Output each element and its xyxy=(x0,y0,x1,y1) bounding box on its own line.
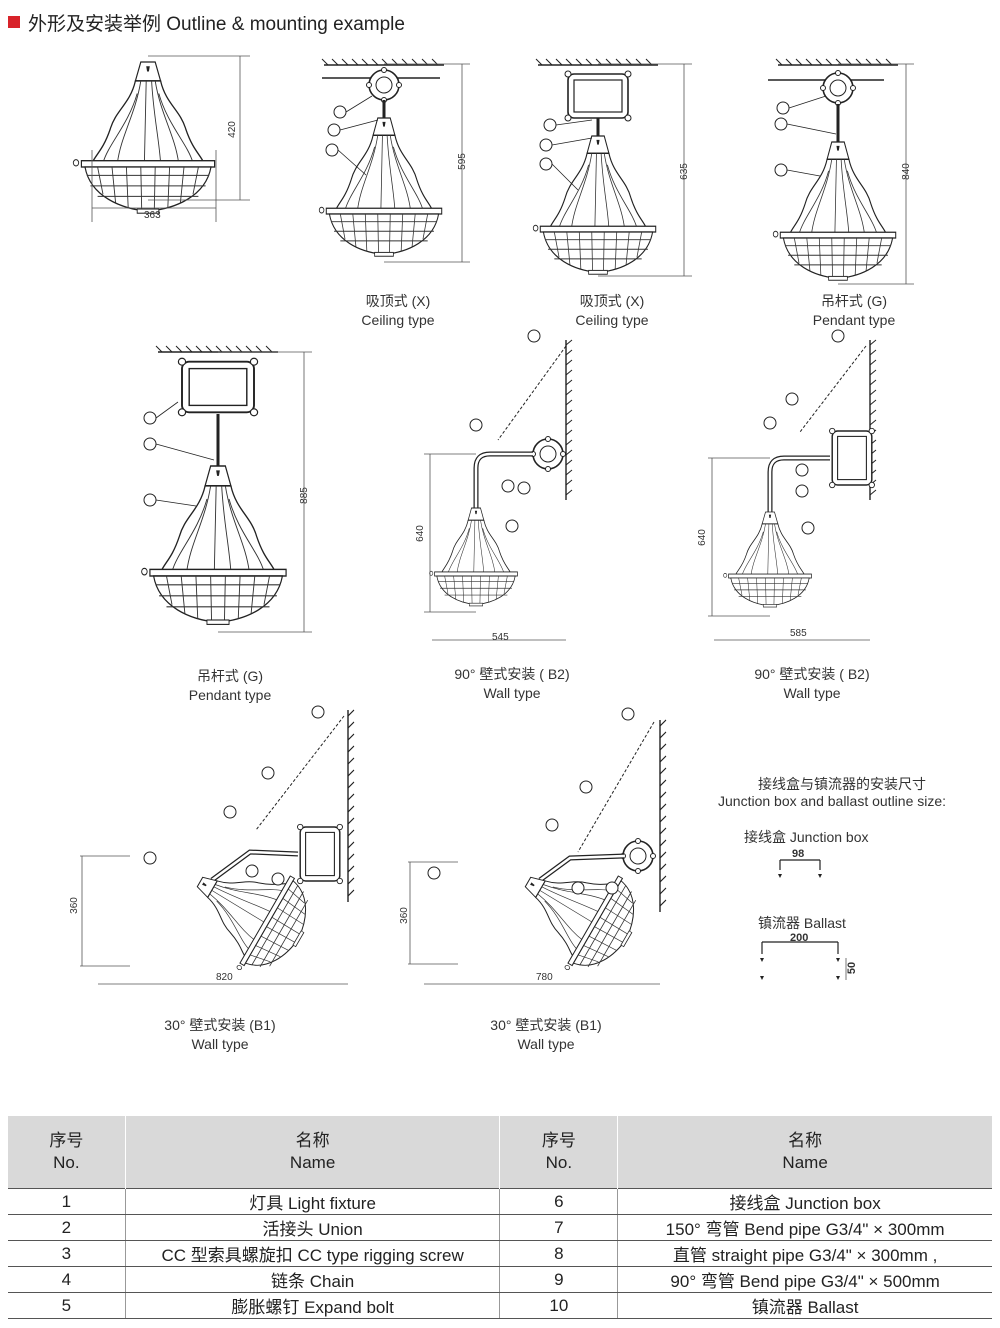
figure-ceiling-type-1 xyxy=(318,58,470,263)
mounting-drawings xyxy=(72,55,914,990)
part-no: 9 xyxy=(499,1266,619,1293)
part-no: 7 xyxy=(499,1214,619,1241)
figure-ceiling-type-2 xyxy=(532,58,692,277)
caption-wall-30-type-2: 30° 壁式安装 (B1) Wall type xyxy=(446,1016,646,1054)
ballast-label: 镇流器 Ballast xyxy=(758,915,846,931)
table-row: 2 活接头 Union 7 150° 弯管 Bend pipe G3/4" × … xyxy=(8,1214,992,1241)
part-no: 3 xyxy=(8,1240,126,1267)
part-name: 灯具 Light fixture xyxy=(125,1188,501,1215)
table-row: 4 链条 Chain 9 90° 弯管 Bend pipe G3/4" × 50… xyxy=(8,1266,992,1293)
caption-en: Ceiling type xyxy=(361,312,435,328)
dim-885: 885 xyxy=(298,487,310,504)
junction-box-outline-drawing xyxy=(778,859,822,878)
part-name: 膨胀螺钉 Expand bolt xyxy=(125,1292,501,1319)
junction-box-label: 接线盒 Junction box xyxy=(744,829,869,845)
figure-wall-30-type-1 xyxy=(80,705,355,990)
table-row: 5 膨胀螺钉 Expand bolt 10 镇流器 Ballast xyxy=(8,1292,992,1319)
table-row: 1 灯具 Light fixture 6 接线盒 Junction box xyxy=(8,1188,992,1215)
figure-wall-90-type-1 xyxy=(424,329,573,641)
caption-cn: 90° 壁式安装 ( B2) xyxy=(754,666,870,682)
caption-cn: 30° 壁式安装 (B1) xyxy=(490,1017,602,1033)
part-no: 4 xyxy=(8,1266,126,1293)
caption-en: Wall type xyxy=(191,1036,249,1052)
part-no: 10 xyxy=(499,1292,619,1319)
dim-360-a: 360 xyxy=(68,897,80,914)
figure-pendant-type-1 xyxy=(768,58,914,285)
part-name: 活接头 Union xyxy=(125,1214,501,1241)
figure-pendant-type-2 xyxy=(140,345,312,633)
part-no: 6 xyxy=(499,1188,619,1215)
caption-pendant-type-2: 吊杆式 (G) Pendant type xyxy=(130,667,330,705)
caption-en: Ceiling type xyxy=(575,312,649,328)
caption-cn: 吸顶式 (X) xyxy=(365,293,431,309)
caption-en: Pendant type xyxy=(188,687,272,703)
caption-cn: 吊杆式 (G) xyxy=(196,668,264,684)
caption-cn: 30° 壁式安装 (B1) xyxy=(164,1017,276,1033)
dim-820: 820 xyxy=(216,972,233,983)
caption-pendant-type-1: 吊杆式 (G) Pendant type xyxy=(754,292,954,330)
part-no: 5 xyxy=(8,1292,126,1319)
caption-cn: 吸顶式 (X) xyxy=(579,293,645,309)
dim-640-b: 640 xyxy=(696,529,708,546)
part-name: 链条 Chain xyxy=(125,1266,501,1293)
part-name: 直管 straight pipe G3/4" × 300mm , xyxy=(617,1240,992,1267)
caption-ceiling-type-2: 吸顶式 (X) Ceiling type xyxy=(512,292,712,330)
caption-en: Pendant type xyxy=(812,312,896,328)
table-row: 3 CC 型索具螺旋扣 CC type rigging screw 8 直管 s… xyxy=(8,1240,992,1267)
part-name: 镇流器 Ballast xyxy=(617,1292,992,1319)
figure-wall-30-type-2 xyxy=(408,707,667,990)
section-title: 外形及安装举例 Outline & mounting example xyxy=(28,13,405,35)
dim-640-a: 640 xyxy=(414,525,426,542)
junction-box-dim: 98 xyxy=(792,848,805,860)
caption-wall-30-type-1: 30° 壁式安装 (B1) Wall type xyxy=(120,1016,320,1054)
dim-585: 585 xyxy=(790,628,807,639)
dim-545: 545 xyxy=(492,632,509,643)
red-square-icon xyxy=(8,16,20,28)
ballast-outline-drawing xyxy=(760,941,847,980)
caption-cn: 90° 壁式安装 ( B2) xyxy=(454,666,570,682)
part-name: CC 型索具螺旋扣 CC type rigging screw xyxy=(125,1240,501,1267)
caption-en: Wall type xyxy=(783,685,841,701)
dim-840: 840 xyxy=(900,163,912,180)
dim-780: 780 xyxy=(536,972,553,983)
ballast-height-dim: 50 xyxy=(846,961,859,975)
figure-wall-90-type-2 xyxy=(708,329,877,641)
dim-595: 595 xyxy=(456,153,468,170)
dim-635: 635 xyxy=(678,163,690,180)
part-name: 150° 弯管 Bend pipe G3/4" × 300mm xyxy=(617,1214,992,1241)
part-no: 2 xyxy=(8,1214,126,1241)
part-no: 8 xyxy=(499,1240,619,1267)
caption-cn: 吊杆式 (G) xyxy=(820,293,888,309)
dim-360-b: 360 xyxy=(398,907,410,924)
caption-en: Wall type xyxy=(483,685,541,701)
ballast-width-dim: 200 xyxy=(790,932,809,944)
part-name: 90° 弯管 Bend pipe G3/4" × 500mm xyxy=(617,1266,992,1293)
outline-title-cn: 接线盒与镇流器的安装尺寸 xyxy=(758,776,926,792)
part-name: 接线盒 Junction box xyxy=(617,1188,992,1215)
part-no: 1 xyxy=(8,1188,126,1215)
caption-en: Wall type xyxy=(517,1036,575,1052)
outline-title-en: Junction box and ballast outline size: xyxy=(718,793,947,809)
figure-fixture-outline xyxy=(72,55,250,222)
dim-363: 363 xyxy=(144,210,161,221)
caption-wall-90-type-2: 90° 壁式安装 ( B2) Wall type xyxy=(712,665,912,703)
dim-420: 420 xyxy=(226,121,238,138)
section-header: 外形及安装举例 Outline & mounting example xyxy=(8,8,405,36)
caption-ceiling-type-1: 吸顶式 (X) Ceiling type xyxy=(298,292,498,330)
caption-wall-90-type-1: 90° 壁式安装 ( B2) Wall type xyxy=(412,665,612,703)
